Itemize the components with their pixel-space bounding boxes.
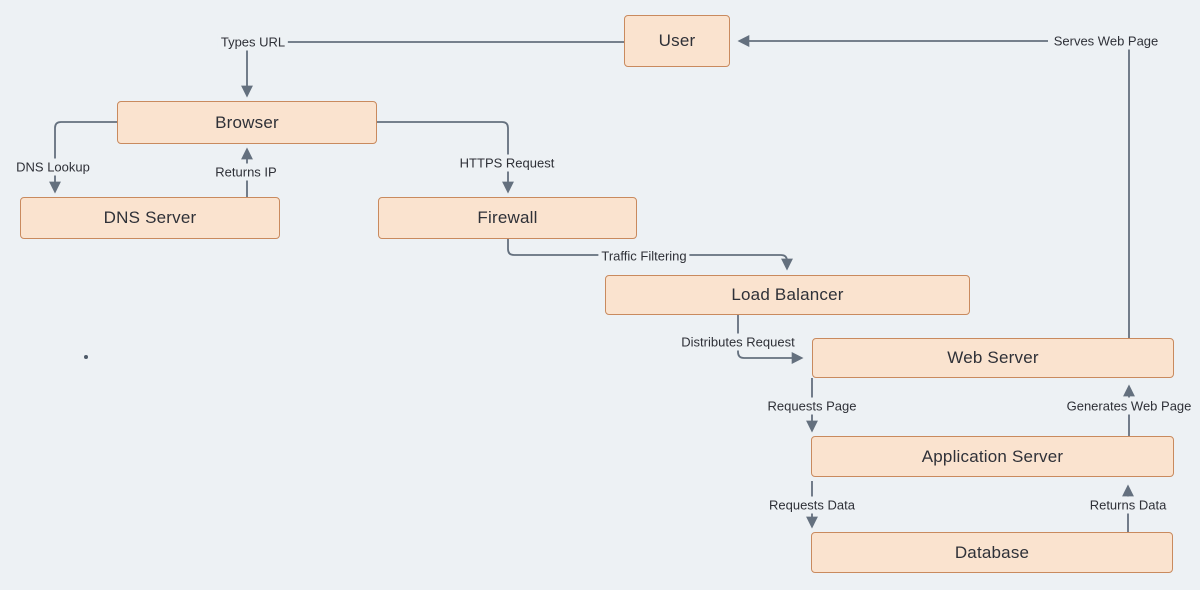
edge-browser-dns-server <box>49 121 117 194</box>
edge-load-balancer-web-server <box>737 349 804 364</box>
node-firewall: Firewall <box>378 197 637 239</box>
node-application-server: Application Server <box>811 436 1174 477</box>
edge-label-distributes-request: Distributes Request <box>678 333 798 351</box>
edge-label-requests-page: Requests Page <box>764 397 860 415</box>
node-database-label: Database <box>954 542 1030 562</box>
node-user: User <box>624 15 730 67</box>
edge-label-traffic-filtering: Traffic Filtering <box>598 247 690 265</box>
node-firewall-label: Firewall <box>477 208 538 227</box>
node-user-label: User <box>658 31 696 50</box>
stray-dot <box>84 355 88 359</box>
edge-label-https-request: HTTPS Request <box>456 154 558 172</box>
edge-browser-firewall <box>377 121 514 194</box>
edge-label-generates-web-page: Generates Web Page <box>1063 397 1195 415</box>
edge-label-dns-lookup: DNS Lookup <box>13 158 93 176</box>
node-load-balancer: Load Balancer <box>605 275 970 315</box>
node-load-balancer-label: Load Balancer <box>731 285 844 304</box>
edge-label-returns-data: Returns Data <box>1086 496 1170 514</box>
node-dns-server-label: DNS Server <box>103 208 197 227</box>
node-web-server: Web Server <box>812 338 1174 378</box>
node-web-server-label: Web Server <box>947 348 1039 367</box>
node-browser: Browser <box>117 101 377 144</box>
edge-label-returns-ip: Returns IP <box>212 163 280 181</box>
node-database: Database <box>811 532 1173 573</box>
edge-label-types-url: Types URL <box>217 33 289 51</box>
node-browser-label: Browser <box>215 112 279 132</box>
edge-label-serves-web-page: Serves Web Page <box>1050 32 1162 50</box>
edge-label-requests-data: Requests Data <box>766 496 858 514</box>
node-dns-server: DNS Server <box>20 197 280 239</box>
node-application-server-label: Application Server <box>921 446 1064 466</box>
